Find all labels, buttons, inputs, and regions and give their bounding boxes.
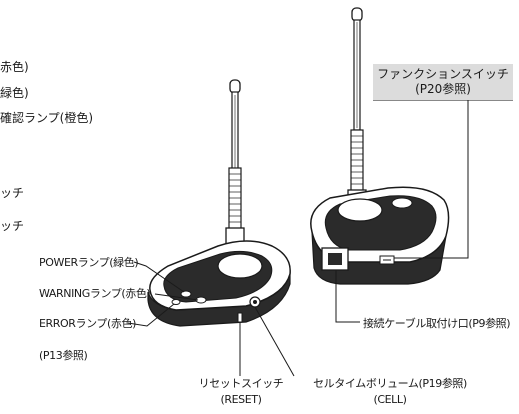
cell-volume-sub: (CELL) [373, 393, 407, 406]
left-label-5: ッチ [0, 219, 25, 233]
leader-lines [127, 100, 469, 377]
error-lamp-label: ERRORランプ(赤色) [39, 317, 136, 330]
error-lamp [171, 299, 181, 305]
left-label-4: ッチ [0, 186, 25, 200]
left-antenna [225, 79, 245, 249]
right-device [310, 7, 450, 285]
power-lamp-label: POWERランプ(緑色) [39, 256, 139, 269]
function-switch-ref: (P20参照) [415, 82, 471, 96]
antenna-mount [217, 253, 263, 279]
left-label-2: 緑色) [0, 86, 29, 100]
left-label-1: 赤色) [0, 60, 29, 74]
function-switch-label: ファンクションスイッチ [377, 67, 509, 81]
reference-note: (P13参照) [39, 349, 88, 362]
warning-lamp-label: WARNINGランプ(赤色) [39, 287, 151, 300]
reset-switch-label: リセットスイッチ [198, 377, 284, 390]
left-device [147, 79, 291, 327]
reset-switch [237, 312, 243, 323]
cell-volume-label: セルタイムボリューム(P19参照) [313, 377, 467, 390]
reset-switch-sub: (RESET) [220, 393, 262, 406]
cable-port-label: 接続ケーブル取付け口(P9参照) [363, 317, 511, 330]
power-lamp [180, 290, 192, 298]
function-switch-callout: ファンクションスイッチ (P20参照) [373, 64, 513, 101]
left-label-3: 確認ランプ(橙色) [0, 111, 94, 125]
right-antenna [347, 7, 367, 211]
